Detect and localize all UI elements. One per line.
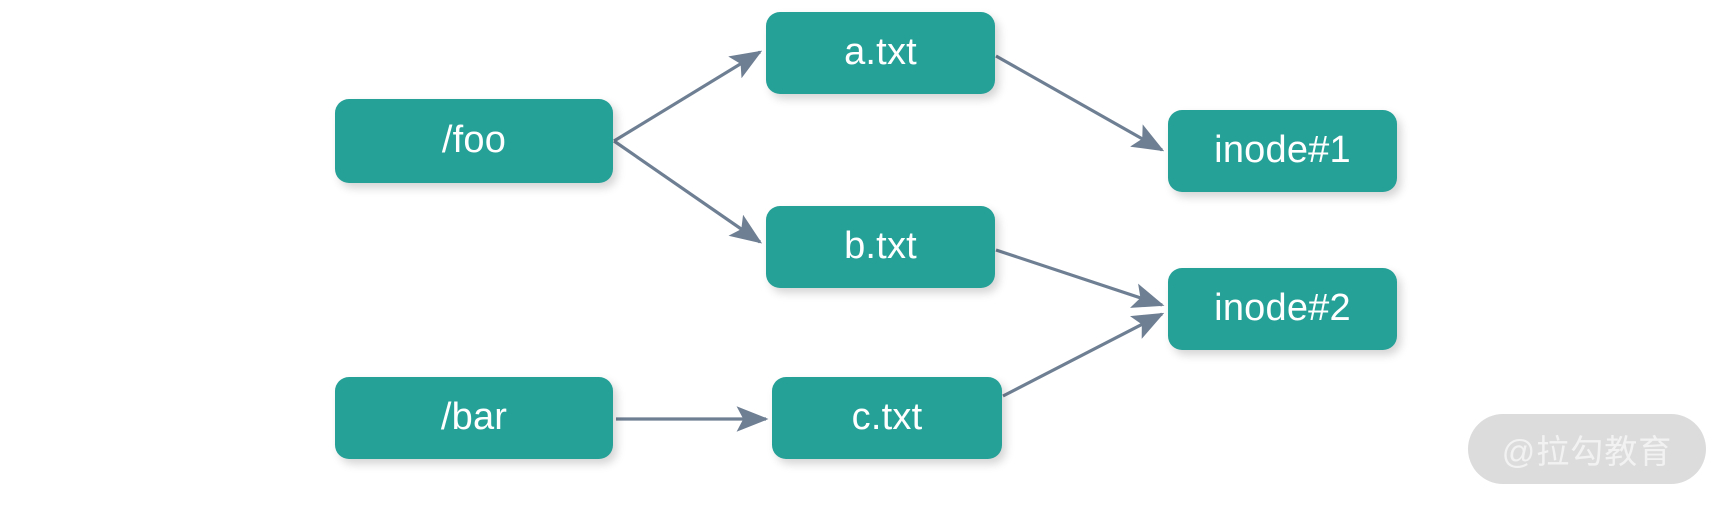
node-bar[interactable]: /bar bbox=[335, 377, 613, 459]
node-bar-label: /bar bbox=[440, 396, 508, 438]
node-b-txt-label: b.txt bbox=[844, 225, 917, 267]
watermark-text: @拉勾教育 bbox=[1501, 433, 1673, 470]
node-c-txt[interactable]: c.txt bbox=[772, 377, 1002, 459]
node-a-txt[interactable]: a.txt bbox=[766, 12, 995, 94]
edge-b-txt-to-inode2 bbox=[995, 248, 1165, 308]
node-foo-label: /foo bbox=[441, 119, 507, 161]
node-c-txt-label: c.txt bbox=[851, 396, 923, 438]
node-foo[interactable]: /foo bbox=[335, 99, 613, 183]
node-inode-2-label: inode#2 bbox=[1214, 287, 1351, 329]
node-inode-2[interactable]: inode#2 bbox=[1168, 268, 1397, 350]
node-inode-1-label: inode#1 bbox=[1214, 129, 1351, 171]
node-b-txt[interactable]: b.txt bbox=[766, 206, 995, 288]
node-inode-1[interactable]: inode#1 bbox=[1168, 110, 1397, 192]
edge-foo-to-a-txt bbox=[613, 50, 763, 143]
edge-foo-to-b-txt bbox=[613, 139, 763, 244]
edge-c-txt-to-inode2 bbox=[1002, 312, 1165, 398]
edge-a-txt-to-inode1 bbox=[995, 54, 1165, 152]
node-a-txt-label: a.txt bbox=[844, 31, 917, 73]
watermark-badge: @拉勾教育 bbox=[1468, 414, 1706, 484]
